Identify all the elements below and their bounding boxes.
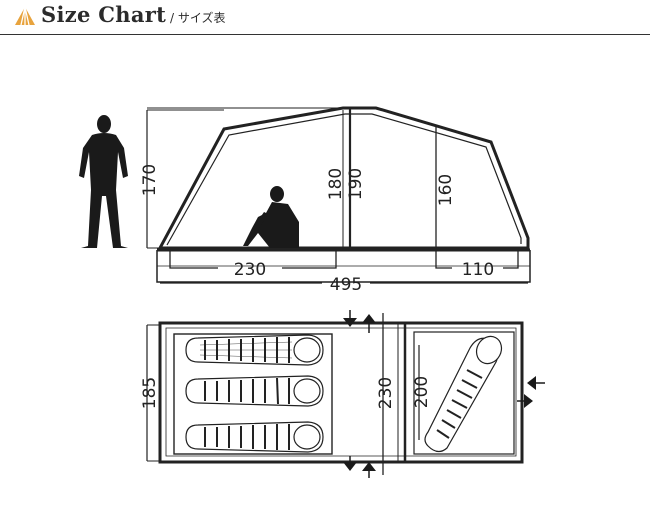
sleeping-bag-icon: [185, 421, 324, 453]
arrow-up-icon: [362, 462, 376, 478]
header-divider: [0, 34, 650, 35]
tent-side-outline: [157, 106, 530, 250]
rear-length-label: 110: [462, 260, 494, 280]
arrow-down-icon: [343, 456, 357, 471]
vestibule-height-label: 160: [436, 174, 456, 206]
person-height-label: 170: [140, 164, 160, 196]
sleeping-bag-group: [185, 334, 503, 453]
total-length-label: 495: [330, 275, 362, 295]
door-arrow-icons: [343, 310, 545, 478]
vestibule-depth-label: 200: [412, 376, 432, 408]
inner-tent: [173, 333, 333, 455]
header: Size Chart / サイズ表: [0, 0, 650, 34]
arrow-left-icon: [527, 376, 545, 390]
standing-person-icon: [79, 115, 128, 248]
front-height-label: 180: [326, 168, 346, 200]
tent-logo-icon: [15, 6, 35, 26]
sleeping-bag-icon: [185, 334, 324, 366]
page-title: Size Chart: [41, 2, 167, 27]
arrow-right-icon: [517, 394, 533, 408]
floor-plan: [146, 313, 524, 475]
sitting-person-icon: [243, 186, 299, 248]
front-length-label: 230: [234, 260, 266, 280]
side-view: [79, 106, 531, 284]
middle-width-label: 230: [376, 377, 396, 409]
arrow-down-icon: [343, 310, 357, 327]
inner-width-label: 185: [140, 377, 160, 409]
sleeping-bag-icon: [185, 375, 324, 407]
arrow-up-icon: [362, 314, 376, 333]
sleeping-bag-icon: [424, 335, 503, 453]
rear-height-label: 190: [346, 168, 366, 200]
tent-floor-outline: [158, 321, 524, 464]
page-subtitle: / サイズ表: [170, 11, 226, 25]
